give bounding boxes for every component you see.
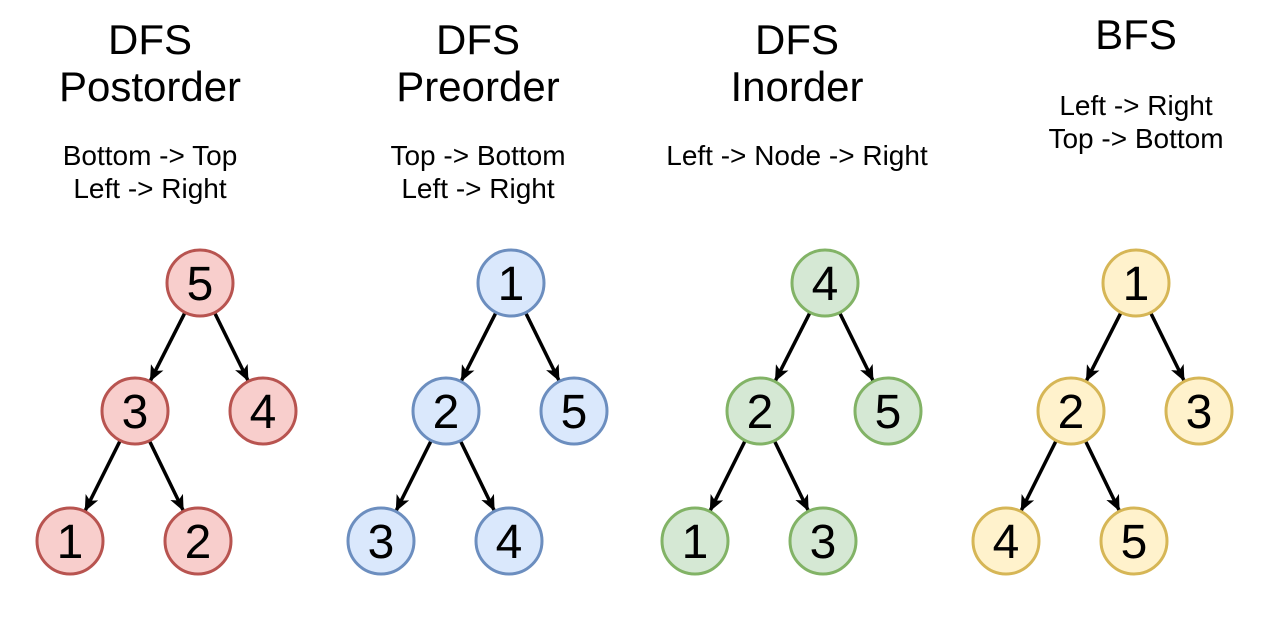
tree-node-bfs xyxy=(1099,506,1169,576)
tree-node-value: 3 xyxy=(368,516,395,569)
tree-edge xyxy=(213,312,250,382)
tree-node-dfs-inorder xyxy=(725,376,795,446)
tree-edge xyxy=(1084,440,1121,512)
tree-edge xyxy=(773,312,812,382)
title-bfs: BFS xyxy=(976,11,1280,58)
tree-edge xyxy=(394,440,433,512)
subtitle-dfs-postorder: Bottom -> Top Left -> Right xyxy=(0,139,300,205)
tree-node-value: 1 xyxy=(57,516,84,569)
title-line: Inorder xyxy=(730,63,864,110)
tree-node-value: 5 xyxy=(1121,516,1148,569)
tree-edge xyxy=(1149,312,1186,382)
tree-node-value: 5 xyxy=(561,386,588,439)
tree-node-value: 4 xyxy=(812,258,839,311)
title-line: DFS xyxy=(436,16,520,63)
tree-edge xyxy=(83,440,122,512)
title-line: DFS xyxy=(755,16,839,63)
tree-node-value: 2 xyxy=(185,516,212,569)
tree-node-dfs-postorder xyxy=(100,376,170,446)
tree-node-value: 2 xyxy=(433,386,460,439)
tree-node-value: 1 xyxy=(682,516,709,569)
tree-node-bfs xyxy=(1164,376,1234,446)
trees-group: 5 3 4 1 2 1 2 5 3 4 4 2 5 1 3 1 2 3 4 5 xyxy=(35,248,1234,576)
subtitle-line: Top -> Bottom xyxy=(390,140,566,171)
title-line: Postorder xyxy=(58,63,242,110)
tree-node-value: 5 xyxy=(187,258,214,311)
tree-node-value: 5 xyxy=(875,386,902,439)
tree-node-dfs-preorder xyxy=(476,248,546,318)
tree-node-dfs-inorder xyxy=(853,376,923,446)
tree-node-bfs xyxy=(1101,248,1171,318)
subtitle-line: Top -> Bottom xyxy=(1048,123,1224,154)
subtitle-line: Left -> Right xyxy=(401,173,555,204)
title-dfs-inorder: DFS Inorder xyxy=(637,16,957,110)
tree-node-value: 4 xyxy=(993,516,1020,569)
tree-node-dfs-postorder xyxy=(165,248,235,318)
subtitle-line: Bottom -> Top xyxy=(62,140,238,171)
title-dfs-preorder: DFS Preorder xyxy=(318,16,638,110)
tree-node-dfs-preorder xyxy=(539,376,609,446)
title-line: Preorder xyxy=(396,63,560,110)
tree-edge xyxy=(1084,312,1123,382)
tree-edge xyxy=(459,312,498,382)
tree-node-value: 3 xyxy=(810,516,837,569)
title-dfs-postorder: DFS Postorder xyxy=(0,16,300,110)
tree-edge xyxy=(524,312,561,382)
tree-node-dfs-inorder xyxy=(790,248,860,318)
tree-node-value: 4 xyxy=(496,516,523,569)
tree-node-dfs-inorder xyxy=(660,506,730,576)
tree-node-dfs-postorder xyxy=(228,376,298,446)
tree-node-dfs-postorder xyxy=(163,506,233,576)
tree-node-bfs xyxy=(1036,376,1106,446)
title-line: DFS xyxy=(108,16,192,63)
tree-node-value: 1 xyxy=(498,258,525,311)
subtitle-dfs-preorder: Top -> Bottom Left -> Right xyxy=(318,139,638,205)
tree-node-value: 2 xyxy=(747,386,774,439)
tree-edge xyxy=(459,440,496,512)
tree-node-dfs-inorder xyxy=(788,506,858,576)
tree-node-value: 1 xyxy=(1123,258,1150,311)
tree-edge xyxy=(148,312,187,382)
tree-node-dfs-preorder xyxy=(411,376,481,446)
tree-node-bfs xyxy=(971,506,1041,576)
tree-edge xyxy=(148,440,185,512)
subtitle-line: Left -> Node -> Right xyxy=(666,140,928,171)
tree-edge xyxy=(838,312,875,382)
tree-node-dfs-preorder xyxy=(346,506,416,576)
tree-edge xyxy=(773,440,810,512)
tree-node-value: 2 xyxy=(1058,386,1085,439)
subtitle-line: Left -> Right xyxy=(1059,90,1213,121)
subtitle-line: Left -> Right xyxy=(73,173,227,204)
tree-node-value: 3 xyxy=(122,386,149,439)
title-line: BFS xyxy=(1095,11,1177,58)
subtitle-dfs-inorder: Left -> Node -> Right xyxy=(637,139,957,172)
tree-node-dfs-preorder xyxy=(474,506,544,576)
tree-node-value: 4 xyxy=(250,386,277,439)
tree-node-value: 3 xyxy=(1186,386,1213,439)
tree-edge xyxy=(708,440,747,512)
tree-node-dfs-postorder xyxy=(35,506,105,576)
subtitle-bfs: Left -> Right Top -> Bottom xyxy=(976,89,1280,155)
tree-edge xyxy=(1019,440,1058,512)
